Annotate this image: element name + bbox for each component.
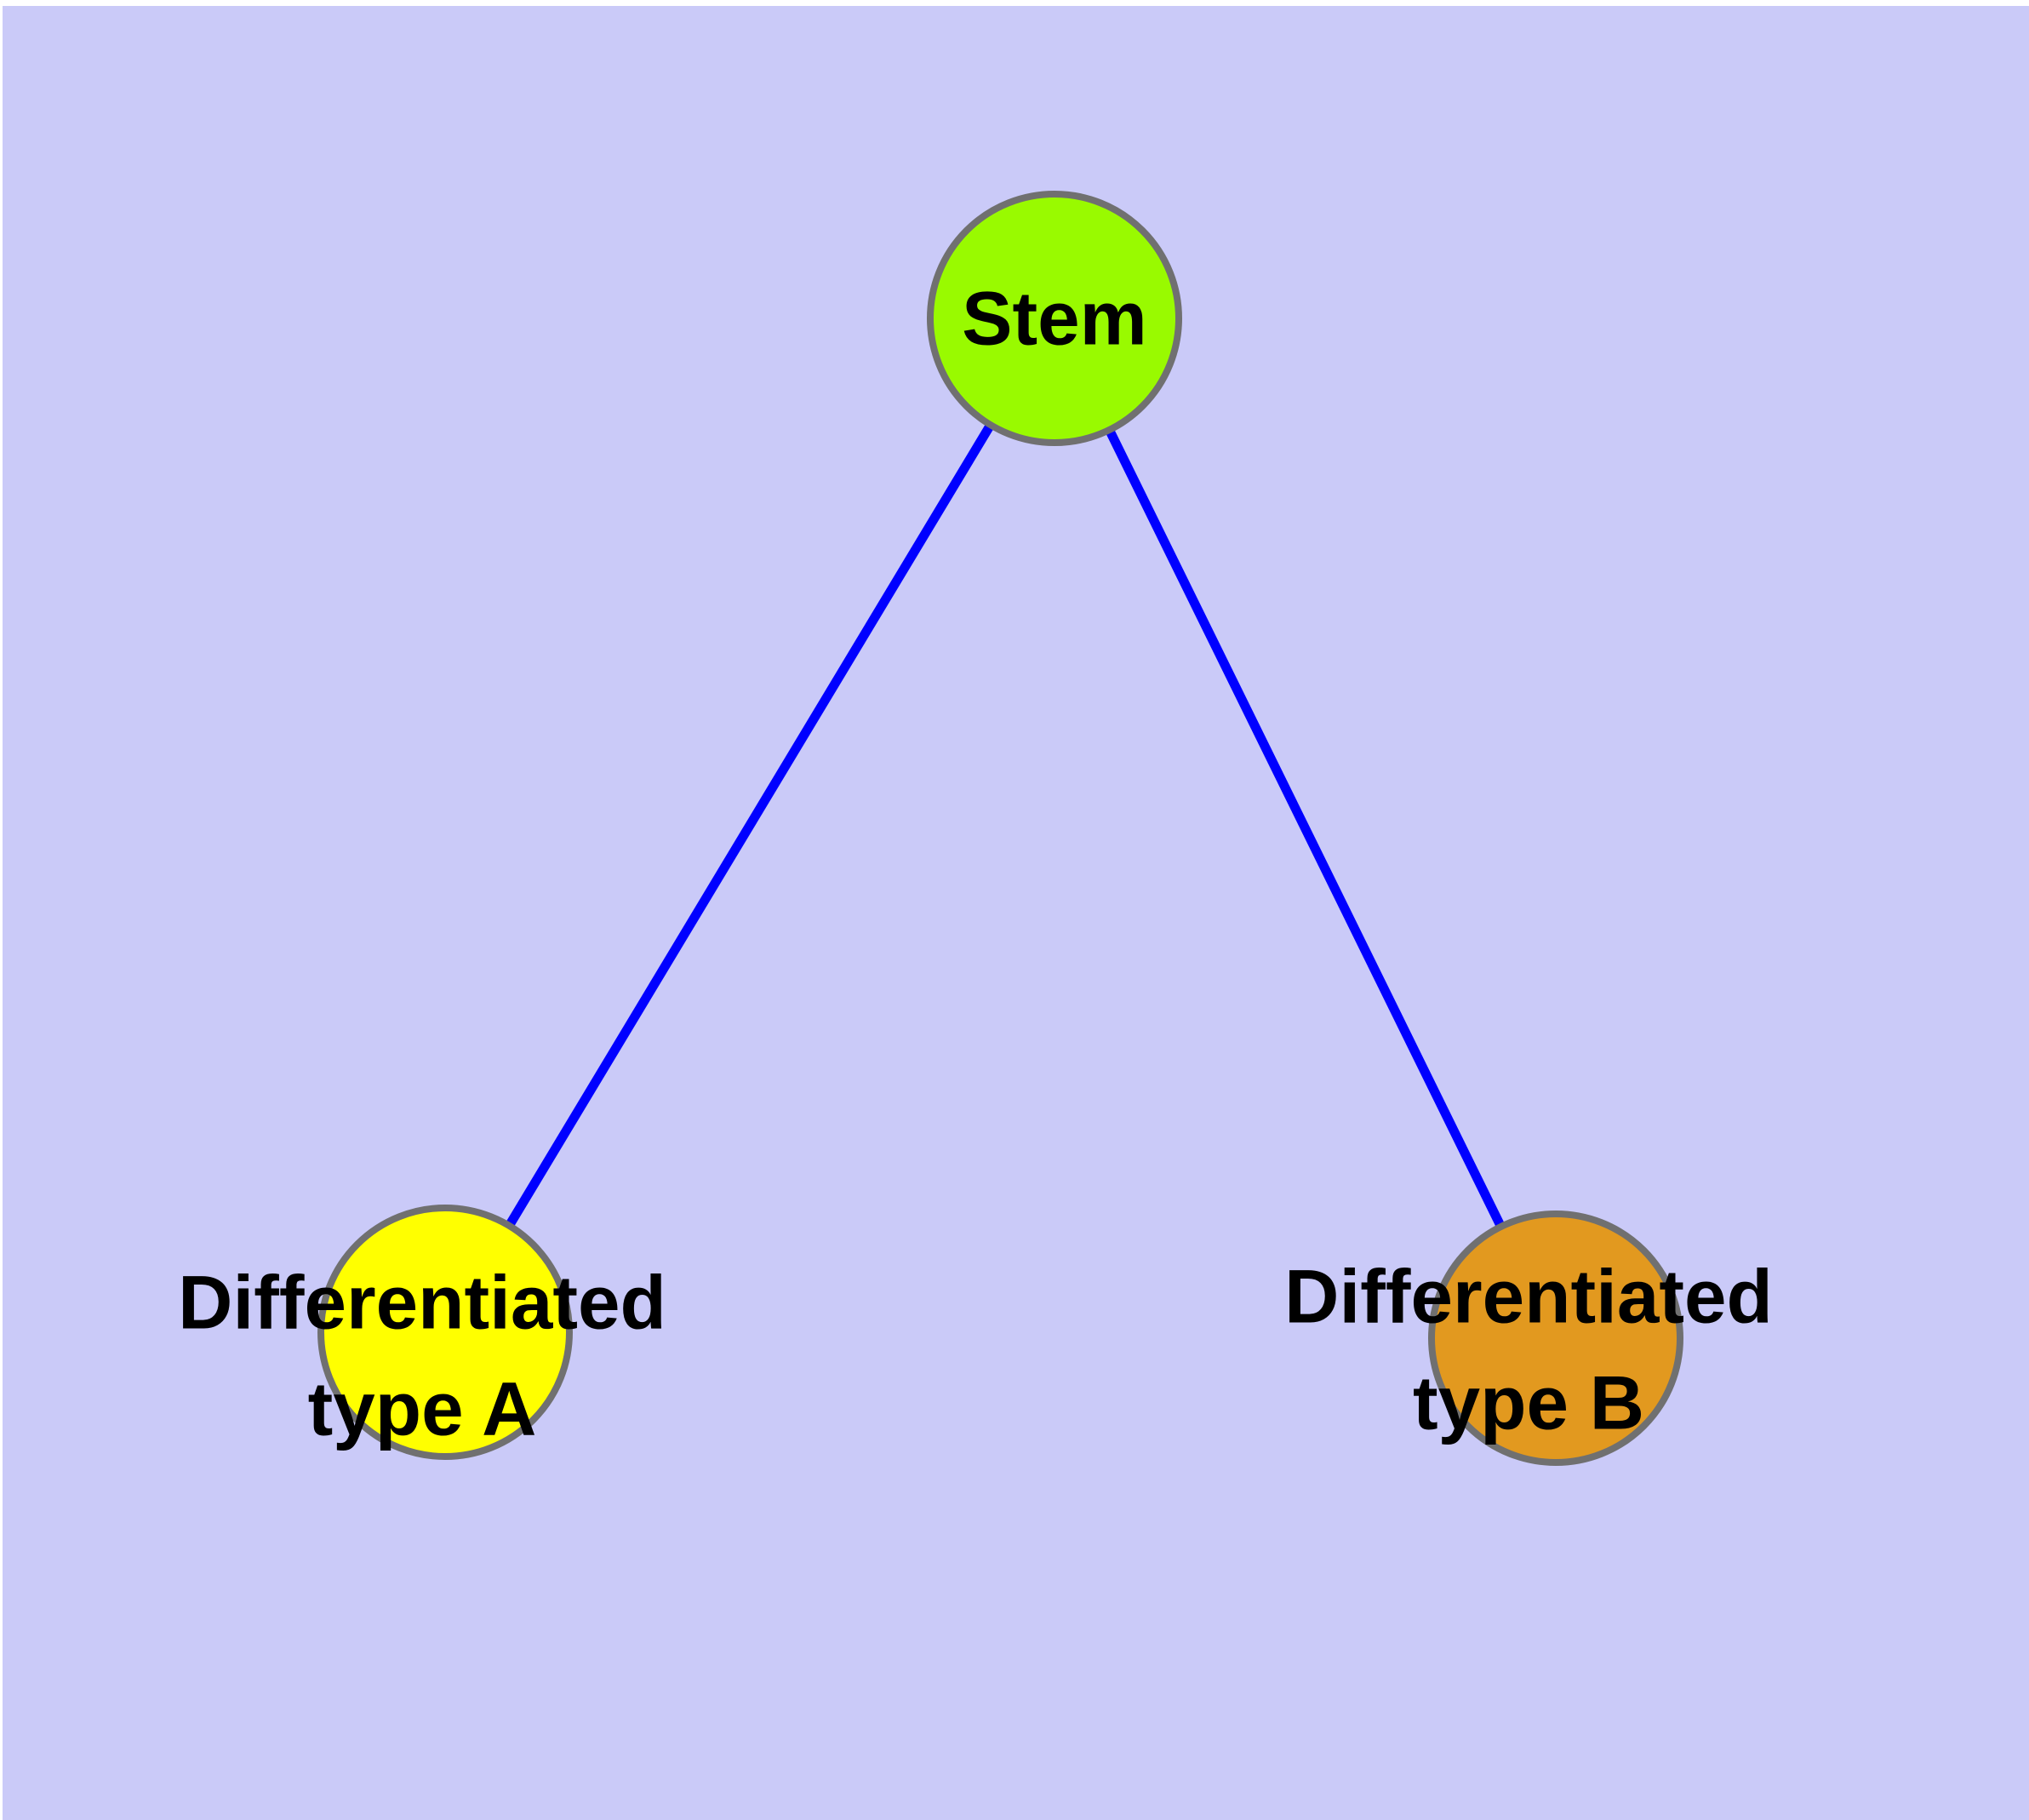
node-type-a-circle [317, 1205, 573, 1460]
edge-stem-to-type-a [441, 316, 1059, 1335]
node-stem-circle [927, 191, 1182, 446]
edge-group [441, 316, 1560, 1341]
node-group [317, 191, 1683, 1466]
edge-stem-to-type-b [1050, 316, 1560, 1341]
node-type-b-circle [1428, 1210, 1683, 1466]
